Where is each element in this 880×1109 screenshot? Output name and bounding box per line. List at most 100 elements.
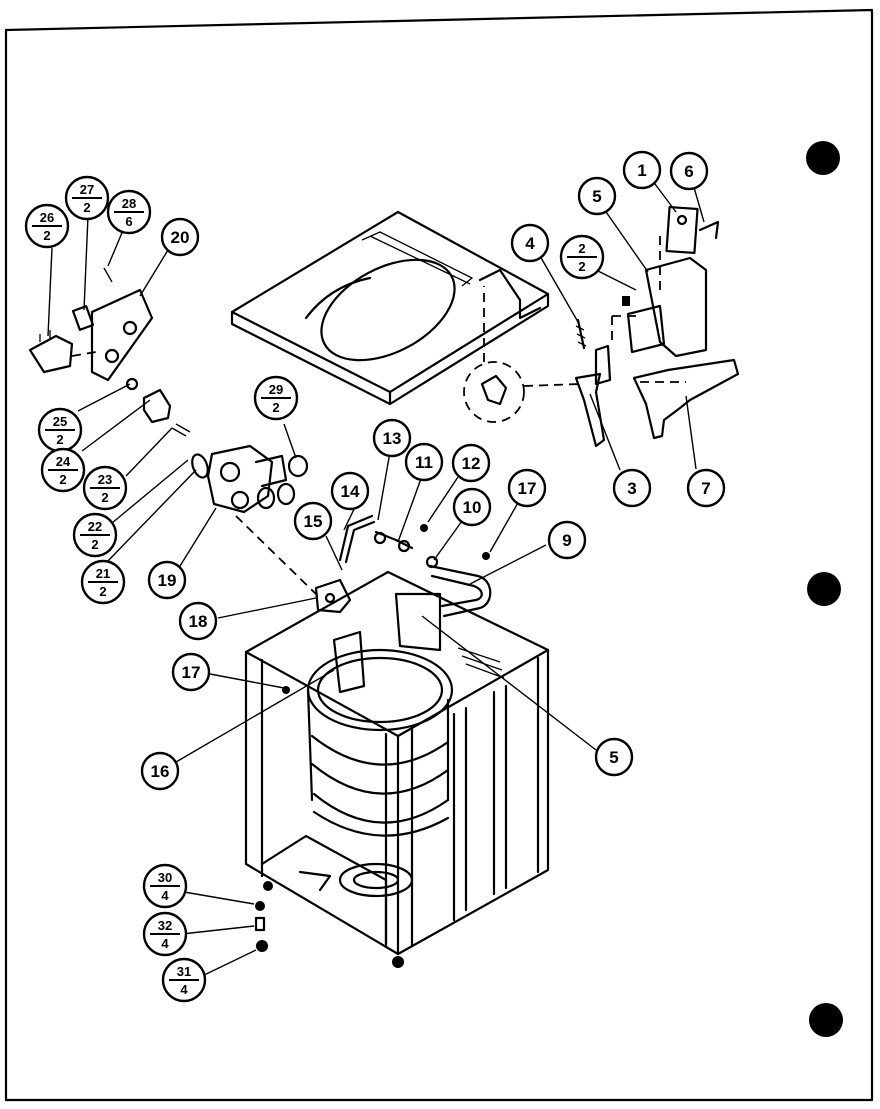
callout-6a: 6: [669, 151, 709, 191]
callout-part-number: 32: [158, 918, 172, 933]
callout-15: 15: [293, 501, 333, 541]
callout-part-number: 18: [189, 612, 208, 631]
callout-quantity: 4: [180, 982, 188, 997]
callout-part-number: 20: [171, 228, 190, 247]
callout-17b: 17: [171, 652, 211, 692]
callout-circle: [577, 176, 617, 216]
callout-7: 7: [686, 468, 726, 508]
callout-20: 20: [160, 217, 200, 257]
callout-2: 22: [559, 234, 605, 280]
callout-27: 272: [64, 175, 110, 221]
callout-10: 10: [452, 487, 492, 527]
leveling-feet-parts: [254, 901, 268, 952]
callout-part-number: 26: [40, 210, 54, 225]
callout-part-number: 16: [151, 762, 170, 781]
callout-circle: [612, 468, 652, 508]
callout-circle: [686, 468, 726, 508]
callout-13: 13: [372, 418, 412, 458]
callout-circle: [140, 751, 180, 791]
callout-18: 18: [178, 601, 218, 641]
callout-32: 324: [142, 911, 188, 957]
callout-part-number: 3: [627, 479, 636, 498]
callout-part-number: 23: [98, 472, 112, 487]
callout-quantity: 2: [99, 584, 106, 599]
hoses: [338, 514, 492, 618]
callout-31: 314: [161, 957, 207, 1003]
callout-19: 19: [147, 560, 187, 600]
callout-14: 14: [330, 471, 370, 511]
lid-switch-detail: [463, 286, 581, 423]
callout-16: 16: [140, 751, 180, 791]
callout-25: 252: [37, 407, 83, 453]
water-valve: [206, 444, 319, 597]
callout-1: 1: [622, 150, 662, 190]
callout-circle: [330, 471, 370, 511]
callout-22: 222: [72, 512, 118, 558]
callout-quantity: 2: [272, 400, 279, 415]
callout-part-number: 12: [462, 454, 481, 473]
callout-part-number: 25: [53, 414, 67, 429]
callout-part-number: 30: [158, 870, 172, 885]
callout-part-number: 11: [415, 453, 433, 472]
callout-24: 242: [40, 447, 86, 493]
callout-quantity: 2: [83, 200, 90, 215]
callout-part-number: 5: [592, 187, 601, 206]
callout-29: 292: [253, 375, 299, 421]
callout-quantity: 2: [91, 537, 98, 552]
callout-part-number: 31: [177, 964, 191, 979]
callout-quantity: 2: [578, 259, 585, 274]
binder-holes: [806, 141, 843, 1037]
lid-switch-assembly: [574, 205, 740, 448]
callout-21: 212: [80, 559, 126, 605]
callout-11: 11: [404, 442, 444, 482]
callout-part-number: 28: [122, 196, 136, 211]
callout-circle: [669, 151, 709, 191]
callout-circle: [404, 442, 444, 482]
wash-tub: [306, 648, 454, 837]
callout-circle: [372, 418, 412, 458]
callout-part-number: 4: [525, 234, 535, 253]
callout-quantity: 6: [125, 214, 132, 229]
callout-part-number: 15: [304, 512, 323, 531]
callout-4: 4: [510, 223, 550, 263]
callout-circle: [293, 501, 333, 541]
callout-quantity: 2: [43, 228, 50, 243]
callout-part-number: 1: [637, 161, 646, 180]
callout-circle: [178, 601, 218, 641]
callout-part-number: 9: [562, 531, 571, 550]
callout-part-number: 7: [701, 479, 710, 498]
callout-quantity: 2: [101, 490, 108, 505]
callout-12: 12: [451, 443, 491, 483]
callout-26: 262: [24, 203, 70, 249]
callout-part-number: 10: [463, 498, 482, 517]
callout-circle: [147, 560, 187, 600]
callout-quantity: 2: [59, 472, 66, 487]
callout-part-number: 27: [80, 182, 94, 197]
callout-5a: 5: [577, 176, 617, 216]
callout-quantity: 4: [161, 888, 169, 903]
callout-circle: [547, 520, 587, 560]
callout-28: 286: [106, 189, 152, 235]
callout-23: 232: [82, 465, 128, 511]
callout-quantity: 4: [161, 936, 169, 951]
callout-9: 9: [547, 520, 587, 560]
page-border: [4, 8, 874, 1102]
control-assembly: [28, 267, 209, 479]
callout-part-number: 19: [158, 571, 177, 590]
callout-circle: [171, 652, 211, 692]
washer-cabinet: [244, 570, 550, 968]
callout-part-number: 22: [88, 519, 102, 534]
callout-quantity: 2: [56, 432, 63, 447]
callout-circle: [510, 223, 550, 263]
callout-part-number: 5: [609, 748, 618, 767]
callout-part-number: 2: [578, 241, 585, 256]
callout-circle: [452, 487, 492, 527]
callout-circle: [594, 737, 634, 777]
callout-circle: [622, 150, 662, 190]
callout-part-number: 14: [341, 482, 360, 501]
callout-5b: 5: [594, 737, 634, 777]
callout-part-number: 24: [56, 454, 71, 469]
